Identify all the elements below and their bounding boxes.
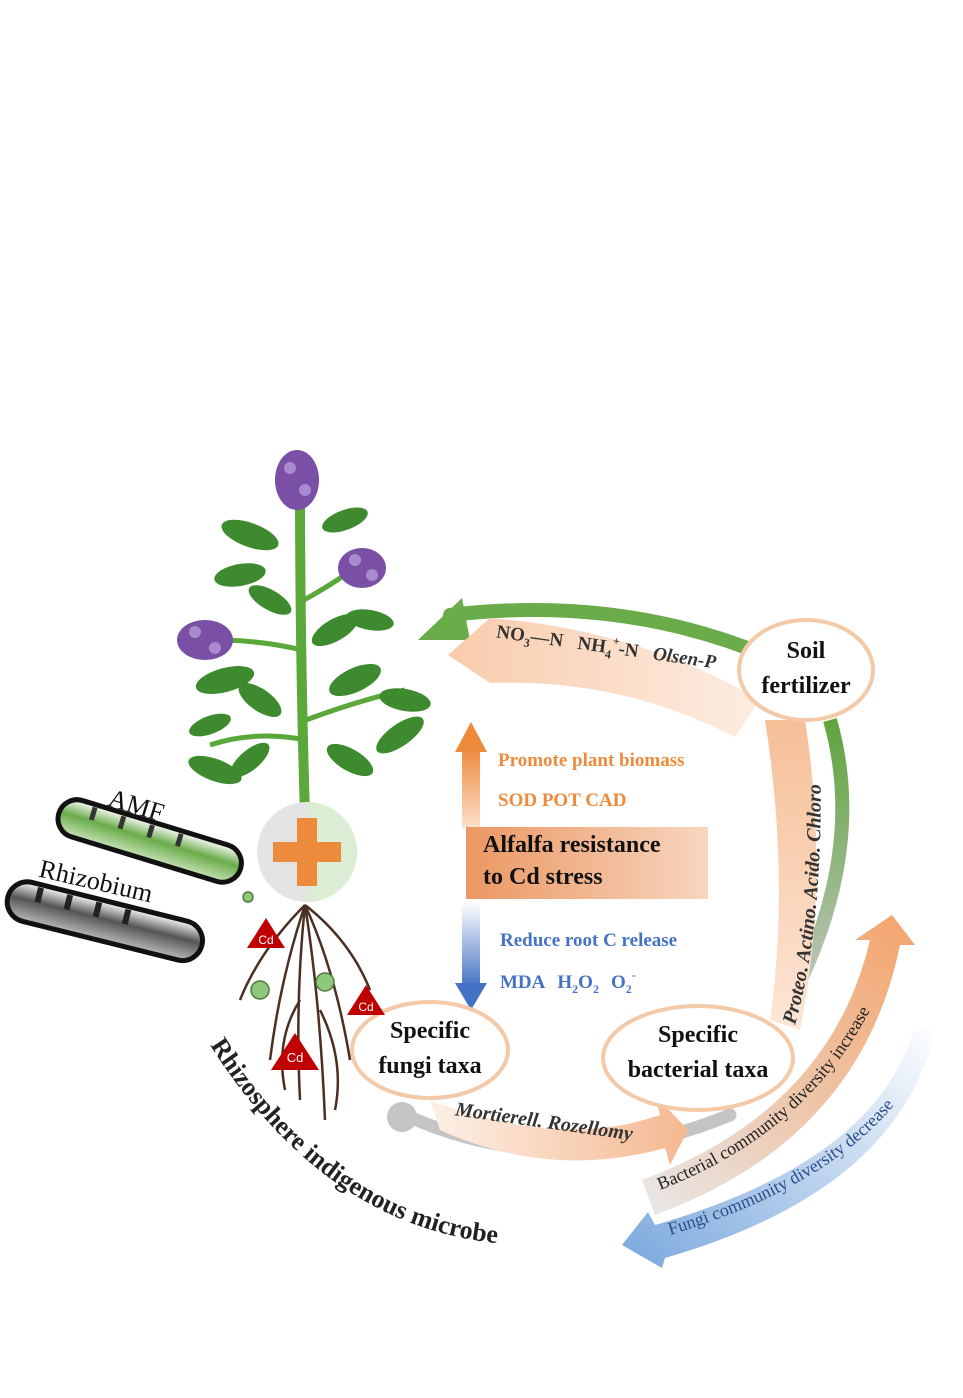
fungal-taxa-band [430, 1095, 688, 1165]
promote-arrow-head [455, 722, 487, 752]
center-title-line1: Alfalfa resistance [483, 832, 661, 858]
bacterial-taxa-band [765, 720, 817, 1030]
reduce-root-c-text: Reduce root C release [500, 930, 677, 951]
soil-fertilizer-label-1: Soil [787, 638, 826, 664]
no3-label: NO [495, 622, 526, 647]
bacterial-taxa-label-1: Specific [658, 1022, 738, 1048]
svg-text:Cd: Cd [258, 933, 273, 947]
soil-fertilizer-label-2: fertilizer [761, 673, 851, 699]
fungi-taxa-node [350, 1000, 510, 1100]
fungi-taxa-label-2: fungi taxa [378, 1053, 481, 1079]
bacterial-taxa-node [601, 1004, 795, 1112]
gray-arc-end-dot [387, 1102, 417, 1132]
fungi-taxa-label-1: Specific [390, 1018, 470, 1044]
svg-text:Cd: Cd [287, 1050, 304, 1065]
antioxidant-enzymes-text: SOD POT CAD [498, 790, 626, 811]
reduce-arrow-shaft [462, 902, 480, 987]
bacterial-taxa-label-2: bacterial taxa [628, 1057, 769, 1083]
center-box [466, 827, 708, 899]
promote-arrow-shaft [462, 748, 480, 828]
svg-text:Cd: Cd [358, 1000, 373, 1014]
soil-fertilizer-node [737, 618, 875, 722]
center-title-line2: to Cd stress [483, 864, 603, 890]
nh4-label: NH [576, 633, 607, 658]
alfalfa-plant-illustration [177, 450, 431, 1121]
green-cycle-arrow [443, 603, 772, 662]
promote-biomass-text: Promote plant biomass [498, 750, 684, 771]
plus-icon [273, 818, 341, 886]
microbe-dots [242, 891, 335, 1000]
bacterial-diversity-arrow [642, 915, 915, 1215]
reduce-arrow-head [455, 983, 487, 1010]
rhizobium-tube [4, 879, 205, 964]
fungi-diversity-arrow [622, 1025, 935, 1268]
cd-markers: Cd Cd Cd [247, 918, 385, 1070]
amf-tube [55, 797, 244, 885]
nutrient-band-arrow [448, 618, 760, 737]
green-arrow-head [418, 598, 470, 640]
